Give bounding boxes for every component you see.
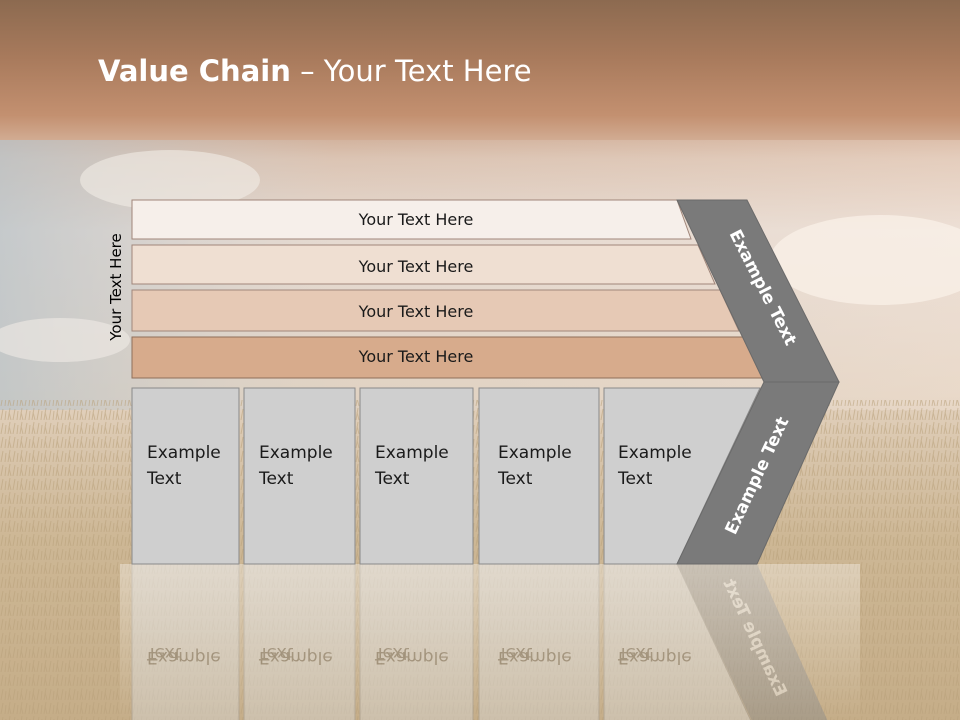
box-1[interactable]: Example Text [131,387,240,565]
box-4-line1: Example [498,443,572,463]
bar-2-label: Your Text Here [358,257,474,276]
bar-2-shape [131,244,716,285]
box-1-line2: Text [146,469,182,489]
title-bold: Value Chain [98,54,291,88]
bar-3-shape [131,289,740,332]
title-rest: – Your Text Here [290,54,532,88]
box-2-line1: Example [259,443,333,463]
box-4[interactable]: Example Text [478,387,600,565]
box-3-line1: Example [375,443,449,463]
box-1-shape [131,387,240,565]
box-5[interactable]: Example Text [603,387,761,565]
box-2[interactable]: Example Text [243,387,356,565]
bar-4[interactable]: Your Text Here [131,336,765,379]
box-3[interactable]: Example Text [359,387,474,565]
bar-2[interactable]: Your Text Here [131,244,716,285]
reflection-fade [120,564,860,720]
box-5-line1: Example [618,443,692,463]
box-4-shape [478,387,600,565]
box-2-shape [243,387,356,565]
side-label: Your Text Here [107,233,125,341]
bar-4-label: Your Text Here [358,347,474,366]
box-2-line2: Text [258,469,294,489]
chevron-lower-arm [676,381,840,565]
bar-1[interactable]: Your Text Here [131,199,692,240]
box-3-shape [359,387,474,565]
bar-3[interactable]: Your Text Here [131,289,740,332]
box-1-line1: Example [147,443,221,463]
box-5-line2: Text [617,469,653,489]
bar-1-label: Your Text Here [358,210,474,229]
box-3-line2: Text [374,469,410,489]
bar-3-label: Your Text Here [358,302,474,321]
bar-1-shape [131,199,692,240]
box-4-line2: Text [497,469,533,489]
slide-title: Value Chain – Your Text Here [98,54,532,88]
